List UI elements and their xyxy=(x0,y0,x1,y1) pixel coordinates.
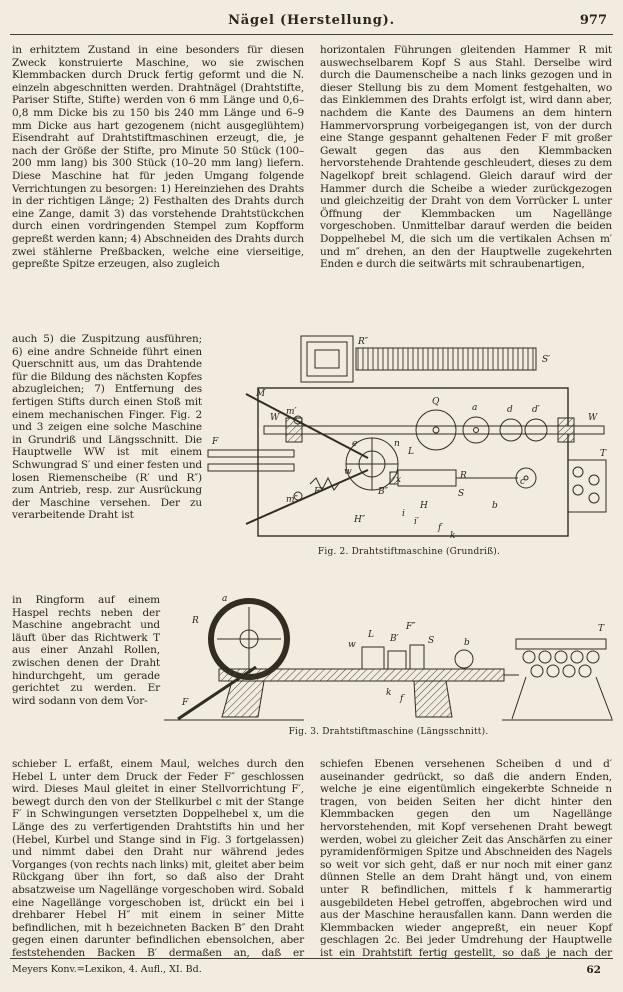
svg-text:L: L xyxy=(367,630,374,640)
svg-text:F″: F″ xyxy=(405,622,416,632)
svg-text:Q: Q xyxy=(432,397,440,407)
svg-text:n: n xyxy=(394,439,400,449)
left-column-text-top: in erhitztem Zustand in eine besonders f… xyxy=(12,44,304,271)
fig3-part-labels: aR L F″ S B′ b w kf T F xyxy=(181,594,605,708)
svg-text:b: b xyxy=(492,501,498,511)
svg-text:f: f xyxy=(399,694,405,704)
svg-text:R″: R″ xyxy=(357,337,369,347)
page-footer: Meyers Konv.=Lexikon, 4. Aufl., XI. Bd. … xyxy=(0,958,623,992)
svg-text:H″: H″ xyxy=(353,515,366,525)
svg-text:c: c xyxy=(520,477,525,487)
fig3-caption: Fig. 3. Drahtstiftmaschine (Längsschnitt… xyxy=(288,727,489,737)
svg-text:a: a xyxy=(222,594,227,604)
svg-text:k: k xyxy=(450,531,455,541)
fig2-caption: Fig. 2. Drahtstiftmaschine (Grundriß). xyxy=(317,547,501,557)
svg-text:a: a xyxy=(472,403,477,413)
svg-text:R: R xyxy=(459,471,467,481)
svg-text:e: e xyxy=(352,439,357,449)
svg-text:F: F xyxy=(211,437,219,447)
svg-text:B′: B′ xyxy=(389,634,399,644)
fig3-drawing: aR L F″ S B′ b w kf T F xyxy=(164,594,613,721)
svg-text:f: f xyxy=(437,523,443,533)
svg-text:L: L xyxy=(407,447,414,457)
page-title: Nägel (Herstellung). xyxy=(228,13,395,28)
footer-sheet-signature: 62 xyxy=(586,964,601,976)
fig2-part-labels: R″ S′ Q W Wa d d′ e n w x Mm′ m″ F F″ L RS H H″ B″ i i′ c b fk T xyxy=(211,337,607,541)
svg-text:S′: S′ xyxy=(542,355,550,365)
right-column-text-bottom: schiefen Ebenen versehenen Scheiben d un… xyxy=(320,758,612,992)
svg-text:k: k xyxy=(386,688,391,698)
svg-text:b: b xyxy=(464,638,470,648)
left-column-text-narrow-beside-fig3: in Ringform auf einem Haspel rechts nebe… xyxy=(12,594,160,707)
svg-text:m″: m″ xyxy=(286,495,299,505)
footer-imprint: Meyers Konv.=Lexikon, 4. Aufl., XI. Bd. xyxy=(12,964,202,975)
svg-text:T: T xyxy=(600,449,607,459)
svg-text:W: W xyxy=(588,413,598,423)
svg-text:T: T xyxy=(598,624,605,634)
svg-text:x: x xyxy=(396,475,401,485)
svg-text:i′: i′ xyxy=(414,517,419,527)
svg-text:d: d xyxy=(507,405,513,415)
svg-text:w: w xyxy=(344,467,352,477)
svg-text:d′: d′ xyxy=(532,405,540,415)
left-column-text-bottom: schieber L erfaßt, einem Maul, welches d… xyxy=(12,758,304,992)
svg-text:F: F xyxy=(181,698,189,708)
svg-text:w: w xyxy=(348,640,356,650)
svg-text:S: S xyxy=(458,489,464,499)
svg-text:R: R xyxy=(191,616,199,626)
right-column-text-top: horizontalen Führungen gleitenden Hammer… xyxy=(320,44,612,271)
svg-text:B″: B″ xyxy=(377,487,389,497)
svg-text:i: i xyxy=(402,509,405,519)
svg-text:m′: m′ xyxy=(286,407,297,417)
left-column-text-narrow-beside-fig2: auch 5) die Zuspitzung ausführen; 6) ein… xyxy=(12,333,202,522)
svg-text:W: W xyxy=(270,413,280,423)
svg-text:F″: F″ xyxy=(313,487,324,497)
footer-rule xyxy=(10,958,613,959)
fig2-drawing: R″ S′ Q W Wa d d′ e n w x Mm′ m″ F F″ L RS H H″ B″ i i′ c b fk T xyxy=(207,335,607,541)
header-rule xyxy=(10,34,613,35)
svg-text:H: H xyxy=(419,501,428,511)
svg-text:S: S xyxy=(428,636,434,646)
svg-text:M: M xyxy=(255,389,266,399)
page-number: 977 xyxy=(579,13,607,28)
